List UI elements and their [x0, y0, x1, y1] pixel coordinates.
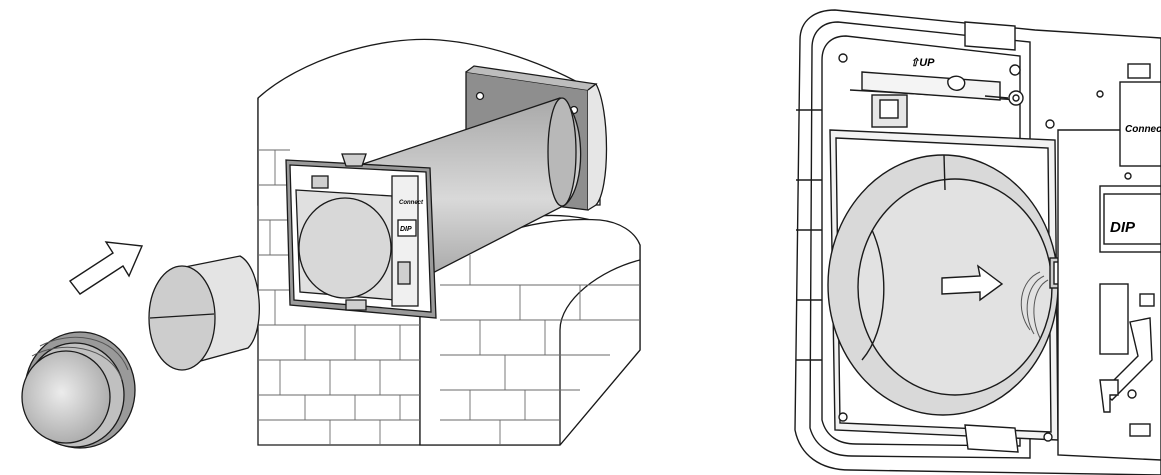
left-illustration [21, 38, 641, 449]
dip-label-small: DIP [400, 226, 412, 233]
direction-arrow-icon [941, 264, 1004, 302]
insert-arrow-icon [68, 241, 144, 295]
unit-fan-disc [298, 197, 392, 299]
brick-pattern [258, 149, 640, 445]
dip-label-large: DIP [1110, 219, 1136, 236]
filter-sleeve [148, 255, 260, 371]
right-illustration [794, 9, 1161, 475]
mounted-unit [285, 153, 437, 319]
front-cap [21, 331, 136, 449]
connect-panel [1119, 81, 1161, 167]
up-label: ⇧UP [910, 57, 935, 69]
connect-label-small: Connect [399, 200, 424, 206]
connect-label-large: Connect [1125, 124, 1161, 135]
